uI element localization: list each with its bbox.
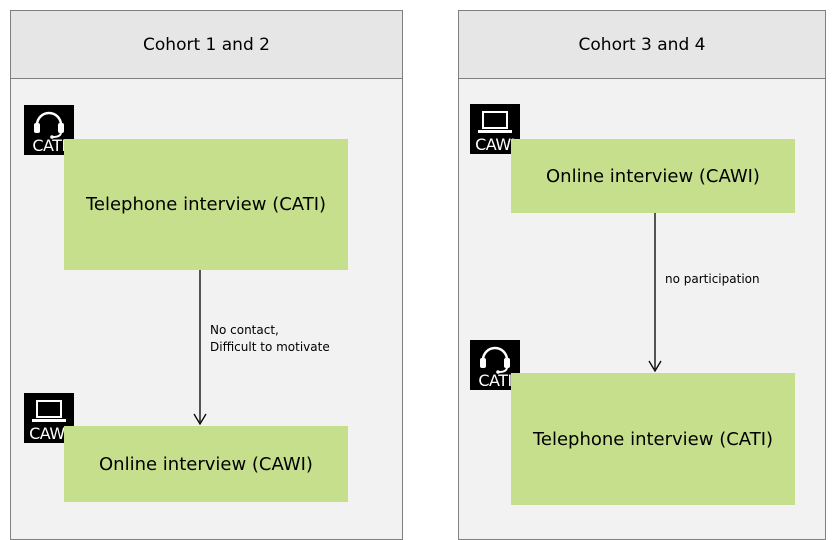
telephone-interview-box: Telephone interview (CATI): [64, 139, 348, 270]
flow-arrow-right: [648, 213, 662, 373]
cawi-badge-label: CAWI: [29, 424, 69, 443]
cati-badge-label: CATI: [32, 136, 66, 155]
headset-icon: [34, 111, 64, 139]
headset-icon: [480, 346, 510, 374]
cawi-badge-right: CAWI: [470, 104, 520, 154]
online-interview-box: Online interview (CAWI): [511, 139, 795, 213]
edge-label-line-2: Difficult to motivate: [210, 340, 330, 354]
left-panel-title: Cohort 1 and 2: [11, 11, 402, 79]
laptop-icon: [32, 400, 66, 422]
cawi-badge-label: CAWI: [475, 135, 515, 154]
edge-label-right: no participation: [665, 272, 760, 286]
telephone-interview-box: Telephone interview (CATI): [511, 373, 795, 505]
edge-label-left: No contact, Difficult to motivate: [210, 322, 330, 356]
edge-label-line-1: No contact,: [210, 323, 279, 337]
right-panel-title: Cohort 3 and 4: [459, 11, 825, 79]
laptop-icon: [478, 111, 512, 133]
cati-badge-label: CATI: [478, 371, 512, 390]
flow-arrow-left: [193, 270, 207, 426]
online-interview-box: Online interview (CAWI): [64, 426, 348, 502]
